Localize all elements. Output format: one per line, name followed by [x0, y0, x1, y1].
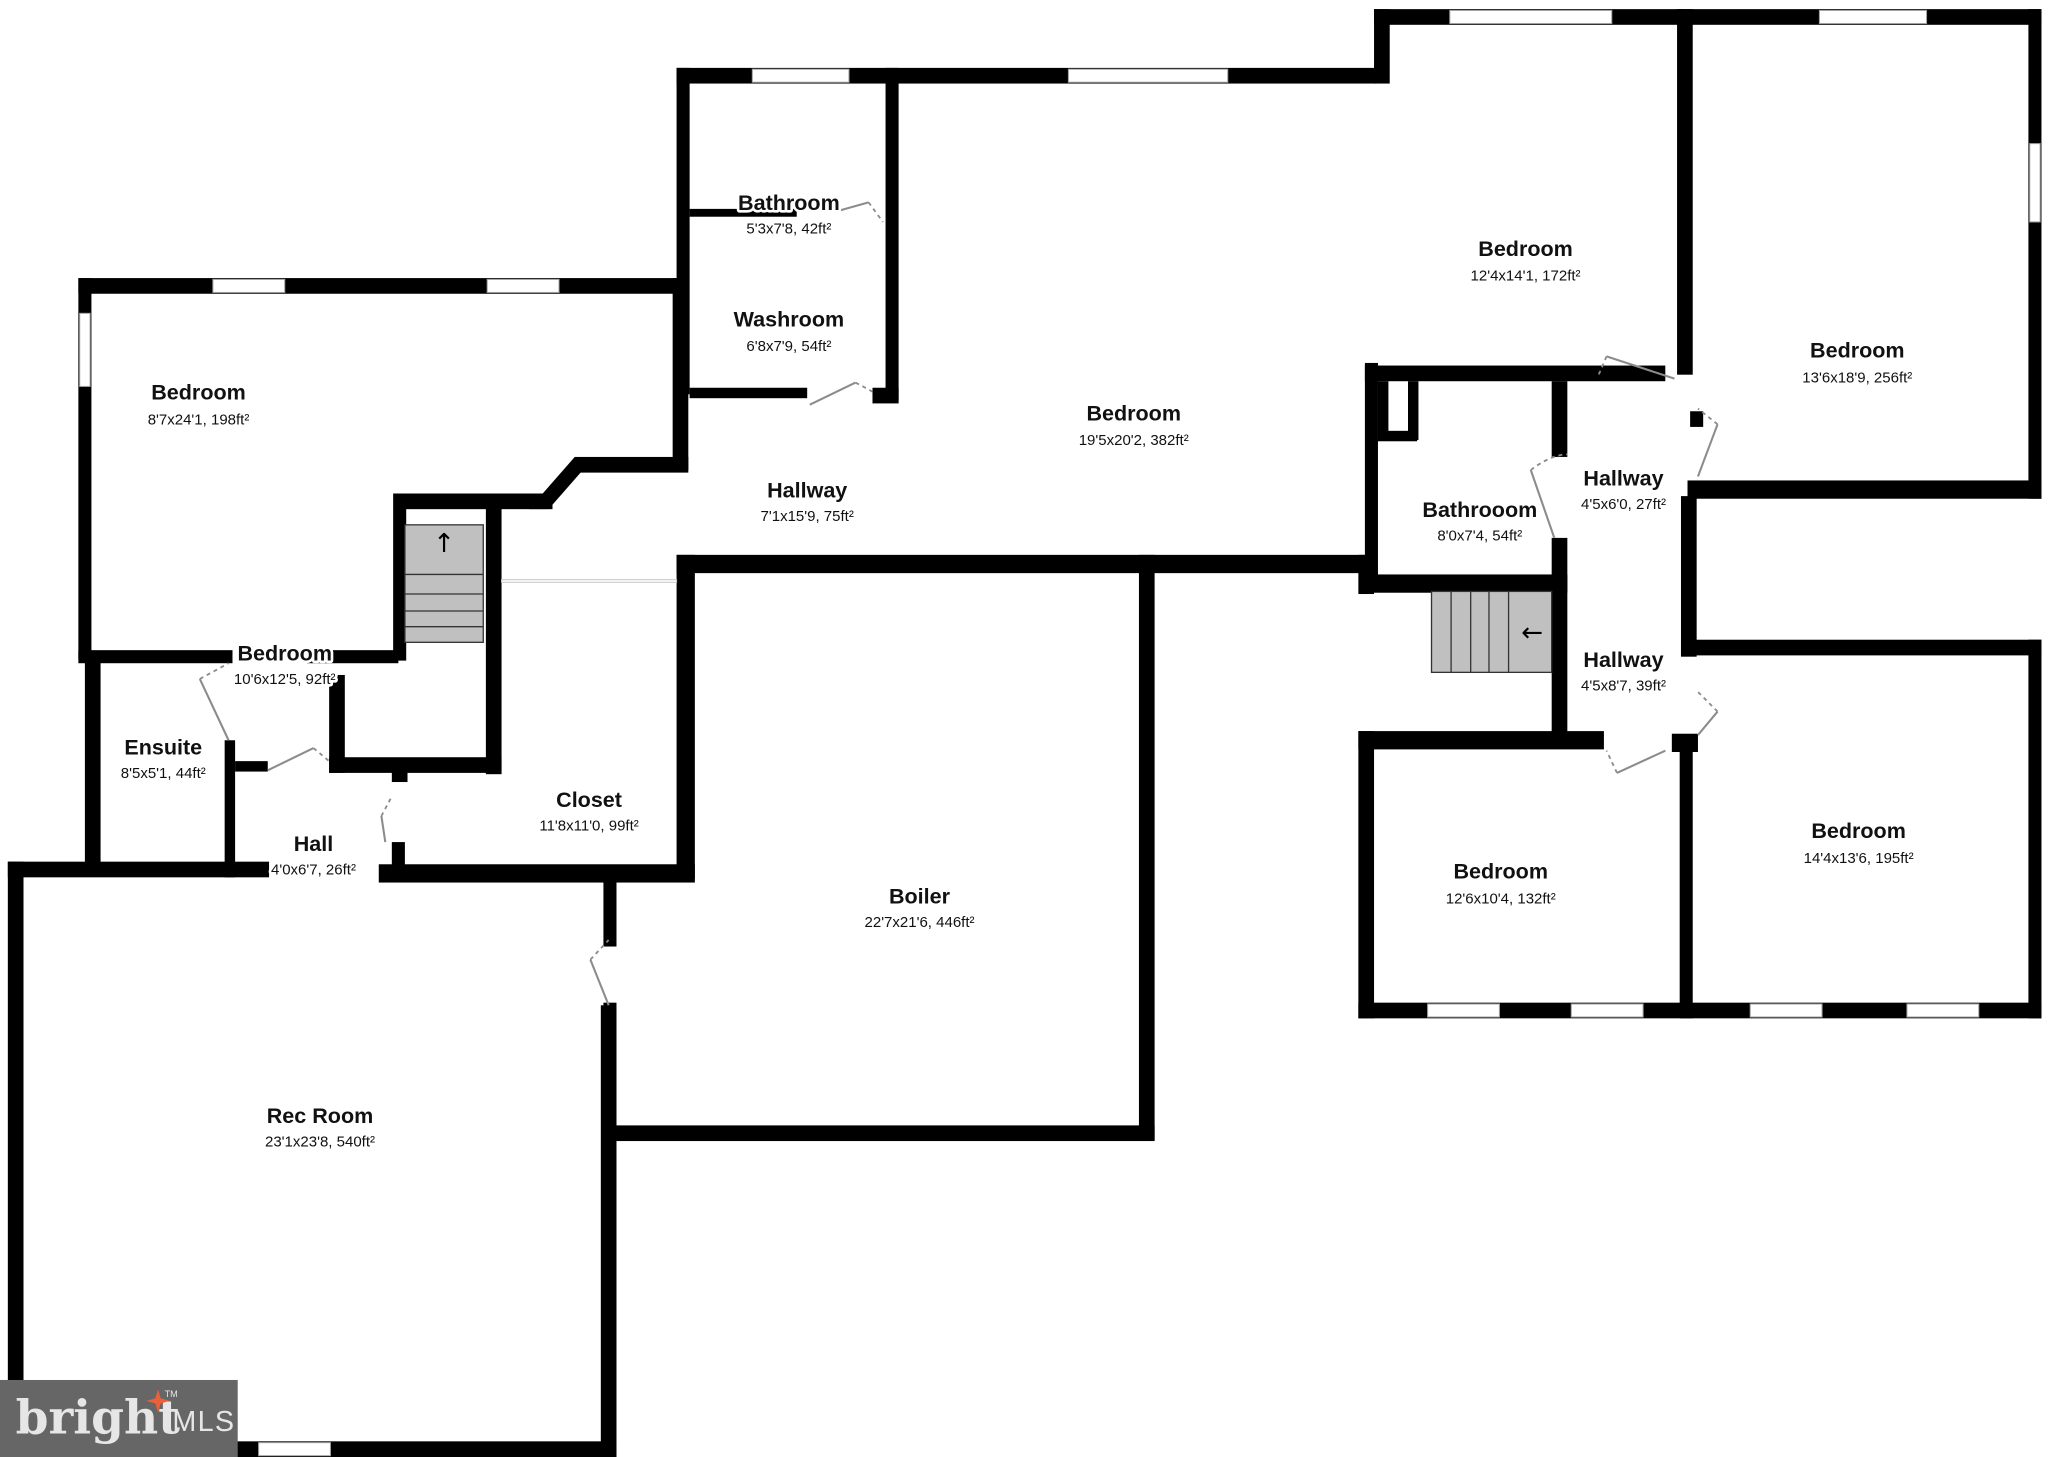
svg-text:Ensuite: Ensuite — [124, 736, 202, 760]
stairs-east: ← — [1430, 590, 1553, 674]
svg-text:8'5x5'1, 44ft²: 8'5x5'1, 44ft² — [121, 765, 206, 782]
walls — [7, 9, 2042, 1457]
room-bedroom-far-east: Bedroom 13'6x18'9, 256ft² — [1802, 339, 1912, 387]
room-hallway-central: Hallway 7'1x15'9, 75ft² — [761, 478, 854, 524]
room-bedroom-small: Bedroom 10'6x12'5, 92ft² — [231, 639, 338, 691]
svg-text:10'6x12'5, 92ft²: 10'6x12'5, 92ft² — [234, 671, 336, 688]
svg-text:12'6x10'4, 132ft²: 12'6x10'4, 132ft² — [1446, 890, 1556, 907]
bright-mls-watermark: bright TM MLS — [0, 1379, 238, 1457]
svg-text:Hallway: Hallway — [1583, 467, 1663, 491]
svg-text:11'8x11'0, 99ft²: 11'8x11'0, 99ft² — [539, 817, 638, 834]
room-ensuite: Ensuite 8'5x5'1, 44ft² — [121, 736, 206, 782]
room-washroom: Washroom 6'8x7'9, 54ft² — [734, 307, 844, 355]
doors — [198, 201, 1719, 1006]
room-hall: Hall 4'0x6'7, 26ft² — [268, 832, 358, 881]
svg-text:8'7x24'1, 198ft²: 8'7x24'1, 198ft² — [148, 411, 250, 428]
room-bedroom-large: Bedroom 19'5x20'2, 382ft² — [1079, 401, 1189, 449]
svg-text:Hallway: Hallway — [1583, 648, 1663, 672]
room-bathroom-east: Bathrooom 8'0x7'4, 54ft² — [1422, 498, 1537, 544]
room-bedroom-north-east: Bedroom 12'4x14'1, 172ft² — [1471, 237, 1581, 285]
svg-text:13'6x18'9, 256ft²: 13'6x18'9, 256ft² — [1802, 370, 1912, 387]
arrow-left-icon: ← — [1521, 618, 1543, 648]
svg-text:6'8x7'9, 54ft²: 6'8x7'9, 54ft² — [746, 338, 831, 355]
svg-text:Bathrooom: Bathrooom — [1422, 498, 1537, 522]
svg-text:8'0x7'4, 54ft²: 8'0x7'4, 54ft² — [1437, 528, 1522, 545]
svg-text:4'5x6'0, 27ft²: 4'5x6'0, 27ft² — [1581, 496, 1666, 513]
svg-text:5'3x7'8, 42ft²: 5'3x7'8, 42ft² — [746, 221, 831, 238]
svg-text:4'5x8'7, 39ft²: 4'5x8'7, 39ft² — [1581, 678, 1666, 695]
svg-text:Bedroom: Bedroom — [1453, 860, 1548, 884]
svg-text:12'4x14'1, 172ft²: 12'4x14'1, 172ft² — [1471, 268, 1581, 285]
room-bedroom-south-east-1: Bedroom 12'6x10'4, 132ft² — [1446, 860, 1556, 908]
room-closet: Closet 11'8x11'0, 99ft² — [539, 788, 638, 834]
svg-text:Bedroom: Bedroom — [237, 642, 332, 666]
room-hallway-east-upper: Hallway 4'5x6'0, 27ft² — [1578, 464, 1668, 516]
room-bathroom-north: Bathroom 5'3x7'8, 42ft² — [735, 189, 842, 241]
svg-text:19'5x20'2, 382ft²: 19'5x20'2, 382ft² — [1079, 432, 1189, 449]
watermark-trademark: TM — [165, 1389, 178, 1399]
watermark-mls: MLS — [172, 1406, 235, 1438]
room-boiler: Boiler 22'7x21'6, 446ft² — [865, 884, 975, 930]
svg-text:Closet: Closet — [556, 788, 622, 812]
svg-text:Boiler: Boiler — [889, 884, 951, 908]
stairs-west: ↑ — [404, 524, 484, 643]
star-icon — [146, 1389, 170, 1413]
room-bedroom-south-east-2: Bedroom 14'4x13'6, 195ft² — [1804, 819, 1914, 867]
svg-text:14'4x13'6, 195ft²: 14'4x13'6, 195ft² — [1804, 850, 1914, 867]
svg-text:Rec Room: Rec Room — [267, 1104, 374, 1128]
svg-text:Hall: Hall — [294, 832, 334, 856]
room-labels: Bedroom 8'7x24'1, 198ft² Bathroom 5'3x7'… — [121, 189, 1914, 1151]
arrow-up-icon: ↑ — [433, 529, 455, 559]
svg-text:Bedroom: Bedroom — [1810, 339, 1905, 363]
svg-text:Bathroom: Bathroom — [738, 191, 840, 215]
watermark-box — [0, 1379, 238, 1457]
room-rec-room: Rec Room 23'1x23'8, 540ft² — [265, 1104, 375, 1150]
svg-text:22'7x21'6, 446ft²: 22'7x21'6, 446ft² — [865, 914, 975, 931]
room-bedroom-west: Bedroom 8'7x24'1, 198ft² — [148, 381, 250, 429]
svg-text:Bedroom: Bedroom — [1478, 237, 1573, 261]
svg-text:Bedroom: Bedroom — [1086, 401, 1181, 425]
svg-text:Hallway: Hallway — [767, 478, 847, 502]
svg-text:Washroom: Washroom — [734, 307, 844, 331]
svg-text:Bedroom: Bedroom — [151, 381, 246, 405]
svg-text:23'1x23'8, 540ft²: 23'1x23'8, 540ft² — [265, 1133, 375, 1150]
svg-text:Bedroom: Bedroom — [1811, 819, 1906, 843]
svg-text:7'1x15'9, 75ft²: 7'1x15'9, 75ft² — [761, 508, 854, 525]
windows — [79, 9, 2041, 1457]
room-hallway-east-lower: Hallway 4'5x8'7, 39ft² — [1578, 646, 1668, 698]
svg-text:4'0x6'7, 26ft²: 4'0x6'7, 26ft² — [271, 862, 356, 879]
